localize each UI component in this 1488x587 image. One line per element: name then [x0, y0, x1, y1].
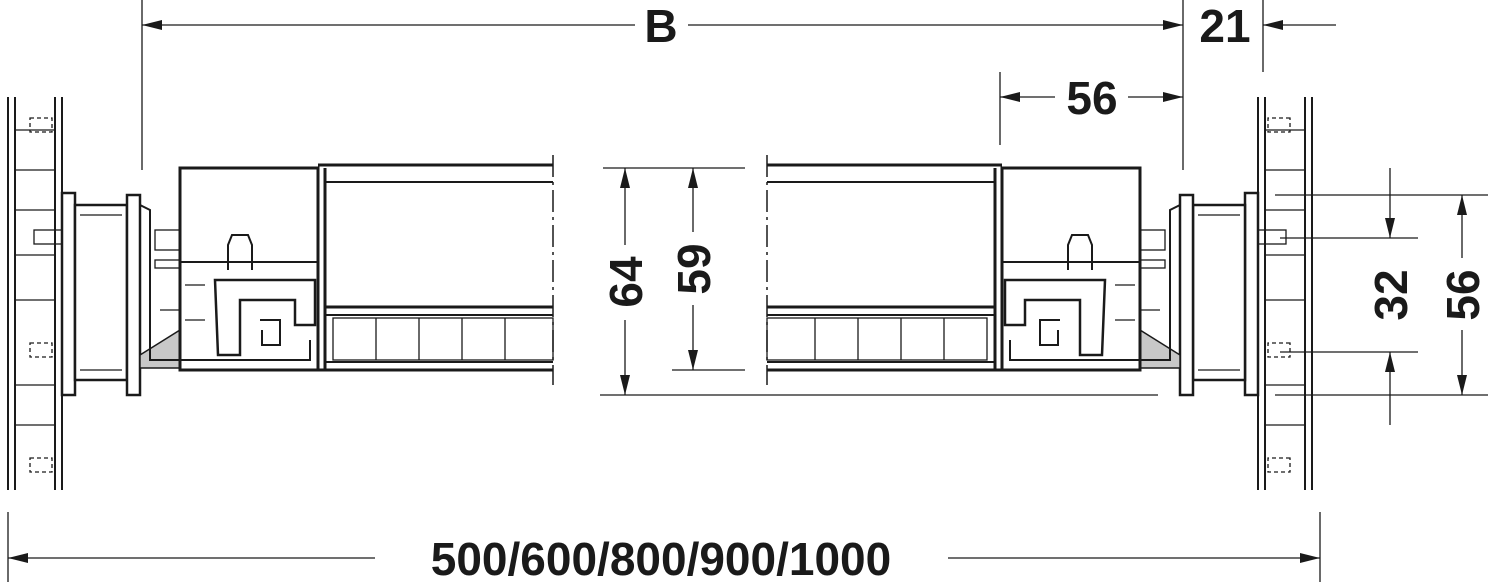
- dimension-56-plate-label: 56: [1437, 269, 1488, 320]
- right-assembly: [765, 95, 1314, 492]
- dimension-21-label: 21: [1199, 0, 1250, 52]
- dimension-32-label: 32: [1365, 269, 1417, 320]
- dimension-32: 32: [1280, 168, 1418, 425]
- dimension-56-plate: 56: [1275, 194, 1488, 396]
- dimension-64: 64: [600, 167, 1158, 396]
- dimension-b-label: B: [644, 0, 677, 52]
- dimension-b: B: [141, 0, 1184, 170]
- dimension-cabinet-width: 500/600/800/900/1000: [7, 512, 1321, 585]
- dimension-cabinet-width-label: 500/600/800/900/1000: [431, 533, 891, 585]
- dimension-56-runner: 56: [999, 72, 1183, 145]
- dimension-59-label: 59: [668, 243, 720, 294]
- dimension-56-runner-label: 56: [1066, 72, 1117, 124]
- dimension-21: 21: [1199, 0, 1336, 72]
- dimension-64-label: 64: [600, 256, 652, 308]
- dimension-59: 59: [668, 168, 745, 371]
- left-assembly: [6, 95, 555, 492]
